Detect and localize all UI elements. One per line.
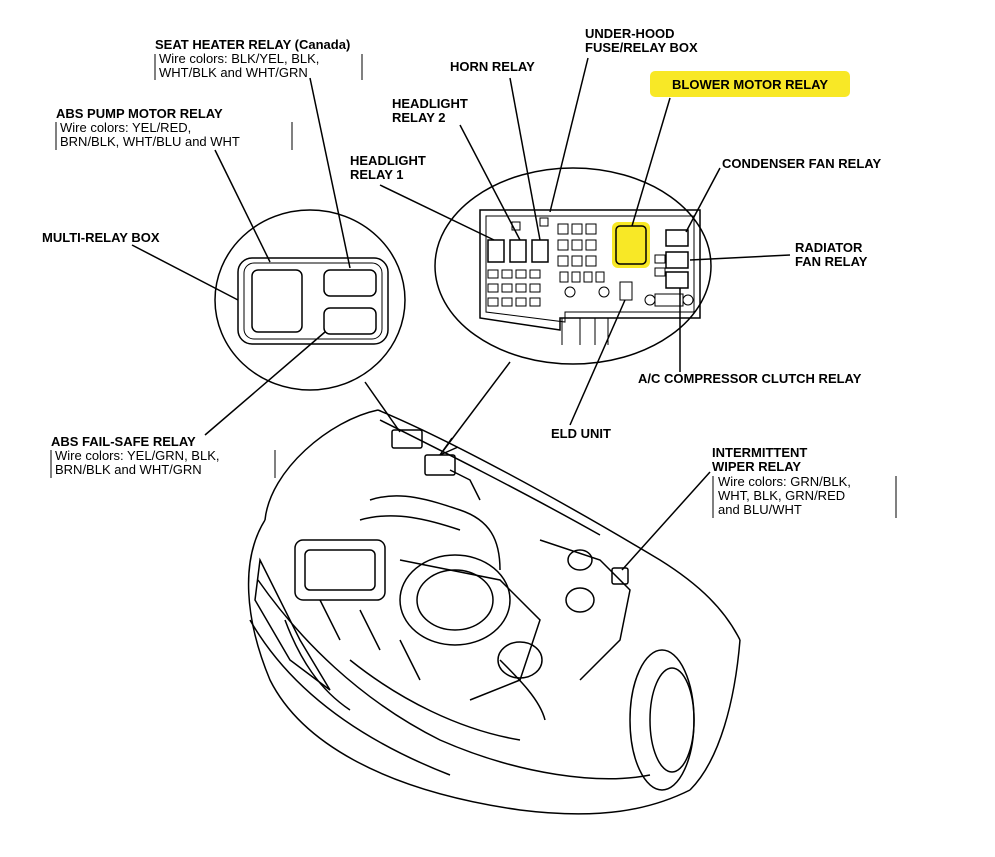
blower-motor-relay-box xyxy=(615,225,647,265)
multi-relay-box-callout xyxy=(214,209,406,391)
headlight-relay-2-label-a: HEADLIGHT xyxy=(392,96,468,111)
abs-fail-wire-colors-1: Wire colors: YEL/GRN, BLK, xyxy=(55,448,219,463)
under-hood-box-label-a: UNDER-HOOD xyxy=(585,26,675,41)
blower-motor-relay-highlight xyxy=(612,222,650,268)
condenser-fan-relay-label: CONDENSER FAN RELAY xyxy=(722,156,881,171)
multi-relay-box-label: MULTI-RELAY BOX xyxy=(42,230,160,245)
abs-pump-motor-relay-label: ABS PUMP MOTOR RELAY xyxy=(56,106,223,121)
headlight-relay-1-label-a: HEADLIGHT xyxy=(350,153,426,168)
headlight-relay-1-label-b: RELAY 1 xyxy=(350,167,403,182)
horn-relay-box xyxy=(531,239,549,263)
seat-heater-wire-colors-1: Wire colors: BLK/YEL, BLK, xyxy=(159,51,319,66)
wiper-wire-colors-2: WHT, BLK, GRN/RED xyxy=(718,488,845,503)
under-hood-box-label-b: FUSE/RELAY BOX xyxy=(585,40,698,55)
car-engine-bay-drawing xyxy=(247,409,741,815)
headlight-relay-2-label-b: RELAY 2 xyxy=(392,110,445,125)
headlight-relay-1-box xyxy=(487,239,505,263)
radiator-fan-relay-label-a: RADIATOR xyxy=(795,240,863,255)
headlight-relay-2-box xyxy=(509,239,527,263)
abs-pump-wire-colors-1: Wire colors: YEL/RED, xyxy=(60,120,191,135)
intermittent-wiper-label-a: INTERMITTENT xyxy=(712,445,807,460)
blower-motor-label-highlight xyxy=(650,71,850,97)
radiator-fan-relay-box xyxy=(665,251,689,269)
intermittent-wiper-label-b: WIPER RELAY xyxy=(712,459,801,474)
seat-heater-wire-colors-2: WHT/BLK and WHT/GRN xyxy=(159,65,308,80)
ac-compressor-relay-box xyxy=(665,271,689,289)
wiper-wire-colors-1: Wire colors: GRN/BLK, xyxy=(718,474,851,489)
radiator-fan-relay-label-b: FAN RELAY xyxy=(795,254,868,269)
seat-heater-relay-label: SEAT HEATER RELAY (Canada) xyxy=(155,37,350,52)
wiper-wire-colors-3: and BLU/WHT xyxy=(718,502,802,517)
blower-motor-relay-label: BLOWER MOTOR RELAY xyxy=(672,77,828,92)
under-hood-box-callout xyxy=(434,167,712,365)
abs-fail-safe-relay-label: ABS FAIL-SAFE RELAY xyxy=(51,434,196,449)
ac-compressor-relay-label: A/C COMPRESSOR CLUTCH RELAY xyxy=(638,371,862,386)
abs-pump-motor-relay-box xyxy=(251,269,303,333)
seat-heater-relay-box xyxy=(323,269,377,297)
abs-fail-wire-colors-2: BRN/BLK and WHT/GRN xyxy=(55,462,202,477)
abs-pump-wire-colors-2: BRN/BLK, WHT/BLU and WHT xyxy=(60,134,240,149)
eld-unit-label: ELD UNIT xyxy=(551,426,611,441)
condenser-fan-relay-box xyxy=(665,229,689,247)
abs-fail-safe-relay-box xyxy=(323,307,377,335)
horn-relay-label: HORN RELAY xyxy=(450,59,535,74)
leader-lines xyxy=(131,57,791,571)
